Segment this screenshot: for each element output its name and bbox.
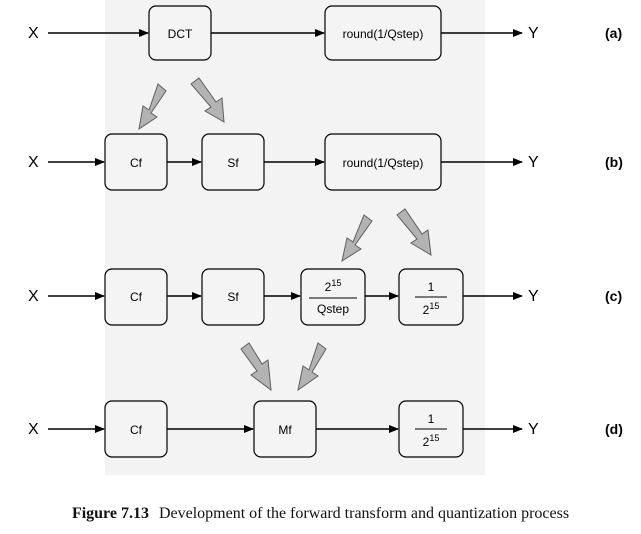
block-dct: DCT [148,5,212,61]
row-d-tag: (d) [605,421,623,437]
fat-arrow-round-to-scale [341,214,373,263]
fat-arrow-round-to-rescale [396,208,432,256]
block-mf-label: Mf [278,423,292,437]
row-b-input-label: X [28,154,39,171]
block-cf-label: Cf [130,423,143,437]
fat-arrow-sf-to-mf [240,342,272,392]
block-sf: Sf [201,268,265,326]
block-rescale-fraction: 1 215 [398,400,464,458]
row-a-tag: (a) [605,25,622,41]
block-round: round(1/Qstep) [324,5,442,61]
block-rescale-fraction: 1 215 [398,268,464,326]
figure-number: Figure 7.13 [71,505,149,522]
row-a-output-label: Y [528,25,539,42]
row-c-output-label: Y [528,288,539,305]
fraction-denominator: Qstep [317,302,349,316]
fraction-numerator: 1 [428,412,435,426]
row-a-input-label: X [28,25,39,42]
block-cf-label: Cf [130,290,143,304]
block-cf: Cf [104,133,168,191]
block-mf: Mf [253,400,317,458]
figure-caption: Figure 7.13 Development of the forward tr… [0,505,641,523]
block-round: round(1/Qstep) [324,133,442,191]
row-d-input-label: X [28,421,39,438]
block-cf: Cf [104,400,168,458]
fat-arrow-dct-to-cf [138,83,167,131]
row-b-output-label: Y [528,154,539,171]
row-a: X DCT round(1/Qstep) Y (a) [28,5,622,61]
fraction-denominator: 215 [423,433,440,449]
fraction-numerator: 1 [428,280,435,294]
block-scale-fraction: 215 Qstep [300,268,366,326]
block-round-label: round(1/Qstep) [343,156,424,170]
row-b-tag: (b) [605,154,623,170]
block-sf-label: Sf [227,290,239,304]
row-b: X Cf Sf round(1/Qstep) Y (b) [28,133,623,191]
block-cf: Cf [104,268,168,326]
fat-arrow-dct-to-sf [190,77,225,123]
block-round-label: round(1/Qstep) [343,27,424,41]
row-c-input-label: X [28,288,39,305]
row-c: X Cf Sf 215 Qstep 1 215 Y (c) [28,268,622,326]
fraction-numerator: 215 [325,278,342,294]
block-cf-label: Cf [130,156,143,170]
fraction-denominator: 215 [423,301,440,317]
row-c-tag: (c) [605,288,622,304]
block-dct-label: DCT [168,27,193,41]
figure-caption-text: Development of the forward transform and… [158,505,570,522]
fat-arrow-scale-to-mf [297,342,327,392]
block-sf: Sf [201,133,265,191]
row-d-output-label: Y [528,421,539,438]
row-d: X Cf Mf 1 215 Y (d) [28,400,623,458]
block-sf-label: Sf [227,156,239,170]
